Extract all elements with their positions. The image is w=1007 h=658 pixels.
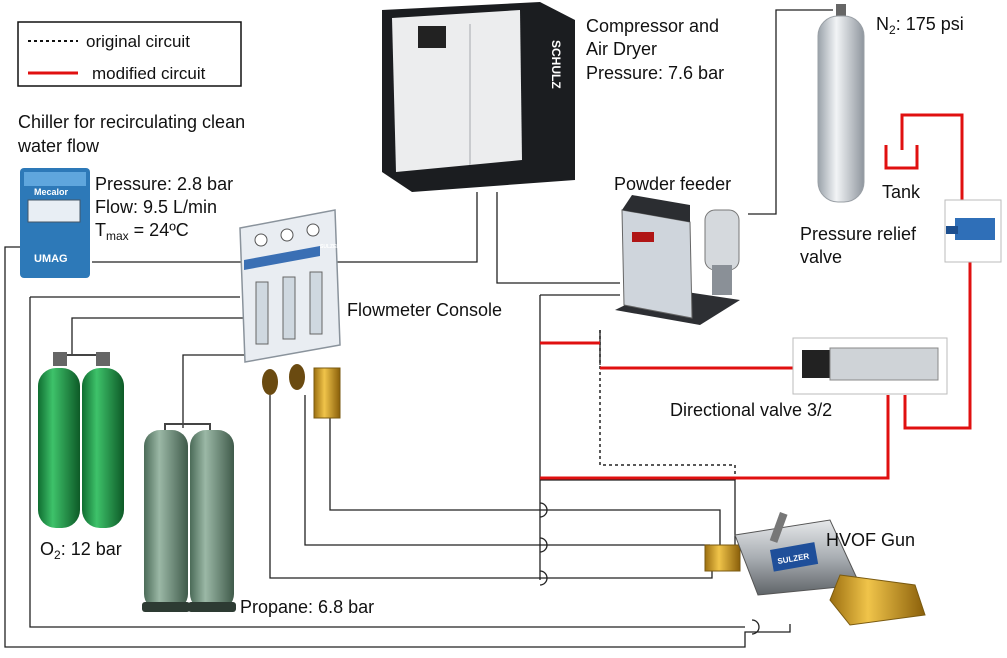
hvof-gun-label: HVOF Gun <box>826 530 915 550</box>
line-o2-console <box>72 318 245 355</box>
n2-label: N2: 175 psi <box>876 14 964 37</box>
compressor-pressure-label: Pressure: 7.6 bar <box>586 63 724 83</box>
relief-valve-knob <box>946 226 958 234</box>
legend: original circuit modified circuit <box>18 22 241 86</box>
console-regulator-2 <box>289 364 305 390</box>
chiller-display <box>28 200 80 222</box>
chiller-brand-bottom: UMAG <box>34 253 68 265</box>
line-console-gun-2 <box>305 395 710 545</box>
gun-inlet-fittings <box>705 545 740 571</box>
compressor-brand: SCHULZ <box>549 40 563 89</box>
powder-feeder-unit <box>615 195 740 325</box>
chiller-brand-top: Mecalor <box>34 187 69 197</box>
propane-cylinders <box>142 424 236 612</box>
console-gauge-1 <box>255 234 267 246</box>
compressor-unit: SCHULZ <box>382 2 575 192</box>
feeder-hopper-base <box>712 265 732 295</box>
chiller-label-line2: water flow <box>17 136 100 156</box>
powder-feeder-label: Powder feeder <box>614 174 731 194</box>
feeder-display <box>632 232 654 242</box>
directional-valve-body <box>830 348 938 380</box>
o2-valve-1 <box>53 352 67 366</box>
o2-value: : 12 bar <box>61 539 122 559</box>
o2-cylinder-1 <box>38 368 80 528</box>
n2-symbol: N <box>876 14 889 34</box>
pressure-relief-valve <box>945 200 1001 262</box>
directional-valve-solenoid <box>802 350 830 378</box>
tank-label: Tank <box>882 182 921 202</box>
console-tube-1 <box>256 282 268 344</box>
console-brand: SULZER <box>320 244 340 250</box>
o2-symbol: O <box>40 539 54 559</box>
compressor-front <box>392 10 522 172</box>
line-feeder-gun <box>540 480 735 550</box>
n2-value: : 175 psi <box>896 14 964 34</box>
chiller-tmax-label: Tmax = 24ºC <box>95 220 189 243</box>
propane-label: Propane: 6.8 bar <box>240 597 374 617</box>
propane-cylinder-2 <box>190 430 234 610</box>
tmax-value: = 24ºC <box>129 220 189 240</box>
console-gauge-3 <box>307 224 319 236</box>
compressor-label-line2: Air Dryer <box>586 39 657 59</box>
tmax-subscript: max <box>106 229 129 243</box>
chiller-pressure-label: Pressure: 2.8 bar <box>95 174 233 194</box>
console-tube-3 <box>310 272 322 334</box>
feeder-cabinet <box>622 210 692 318</box>
compressor-control-panel <box>418 26 446 48</box>
feeder-hopper <box>705 210 739 270</box>
chiller-label-line1: Chiller for recirculating clean <box>18 112 245 132</box>
propane-cylinder-1 <box>144 430 188 610</box>
chiller-top-panel <box>24 172 86 186</box>
n2-body <box>818 16 864 202</box>
line-console-gun-1 <box>330 390 720 548</box>
relief-valve-body <box>955 218 995 240</box>
oxygen-cylinders <box>38 352 124 528</box>
n2-cylinder <box>818 4 864 202</box>
propane-base-2 <box>188 602 236 612</box>
chiller-unit: Mecalor UMAG <box>20 168 90 278</box>
line-compressor-feeder <box>497 192 620 283</box>
directional-valve <box>793 338 947 394</box>
console-tube-2 <box>283 277 295 339</box>
console-regulator-1 <box>262 369 278 395</box>
line-propane-console <box>183 355 248 428</box>
gun-nozzle <box>830 575 925 625</box>
o2-label: O2: 12 bar <box>40 539 122 562</box>
flowmeter-console-label: Flowmeter Console <box>347 300 502 320</box>
legend-original-label: original circuit <box>86 32 190 51</box>
directional-valve-label: Directional valve 3/2 <box>670 400 832 420</box>
chiller-flow-label: Flow: 9.5 L/min <box>95 197 217 217</box>
compressor-label-line1: Compressor and <box>586 16 719 36</box>
console-brass-fittings <box>314 368 340 418</box>
hvof-gun: SULZER <box>705 512 925 625</box>
line-console-gun-3 <box>270 395 712 578</box>
relief-valve-label-line1: Pressure relief <box>800 224 917 244</box>
legend-modified-label: modified circuit <box>92 64 206 83</box>
console-gauge-2 <box>281 229 293 241</box>
o2-valve-2 <box>96 352 110 366</box>
n2-valve <box>836 4 846 16</box>
o2-cylinder-2 <box>82 368 124 528</box>
tmax-symbol: T <box>95 220 106 240</box>
relief-valve-label-line2: valve <box>800 247 842 267</box>
propane-base-1 <box>142 602 190 612</box>
flowmeter-console: SULZER <box>240 210 340 418</box>
